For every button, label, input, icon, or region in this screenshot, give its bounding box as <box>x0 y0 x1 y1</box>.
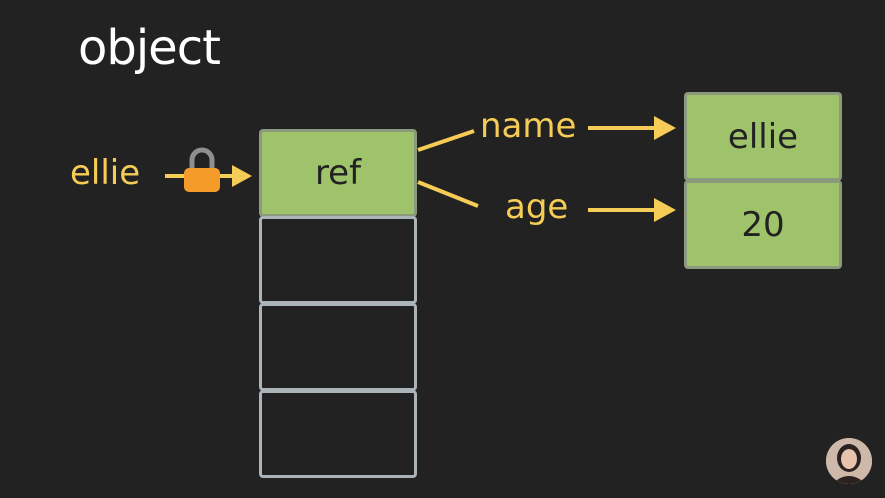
variable-label: ellie <box>70 153 141 193</box>
property-value-cell-age: 20 <box>684 180 842 269</box>
age-arrow-head <box>654 198 676 222</box>
ref-to-age-line <box>417 180 479 208</box>
property-value-cell-name: ellie <box>684 92 842 181</box>
property-key-name: name <box>480 106 577 146</box>
memory-cell-empty-1 <box>259 216 417 304</box>
ref-to-name-line <box>417 129 475 152</box>
variable-arrow-head <box>232 165 252 187</box>
ref-label: ref <box>314 153 362 193</box>
presenter-avatar <box>826 438 872 484</box>
slide-title: object <box>78 20 221 76</box>
property-value-name: ellie <box>727 116 799 157</box>
memory-cell-empty-3 <box>259 390 417 478</box>
memory-cell-empty-2 <box>259 303 417 391</box>
lock-icon <box>184 147 220 192</box>
name-arrow-head <box>654 116 676 140</box>
ref-cell: ref <box>259 129 417 217</box>
property-key-age: age <box>505 187 569 227</box>
property-value-age: 20 <box>741 204 785 245</box>
